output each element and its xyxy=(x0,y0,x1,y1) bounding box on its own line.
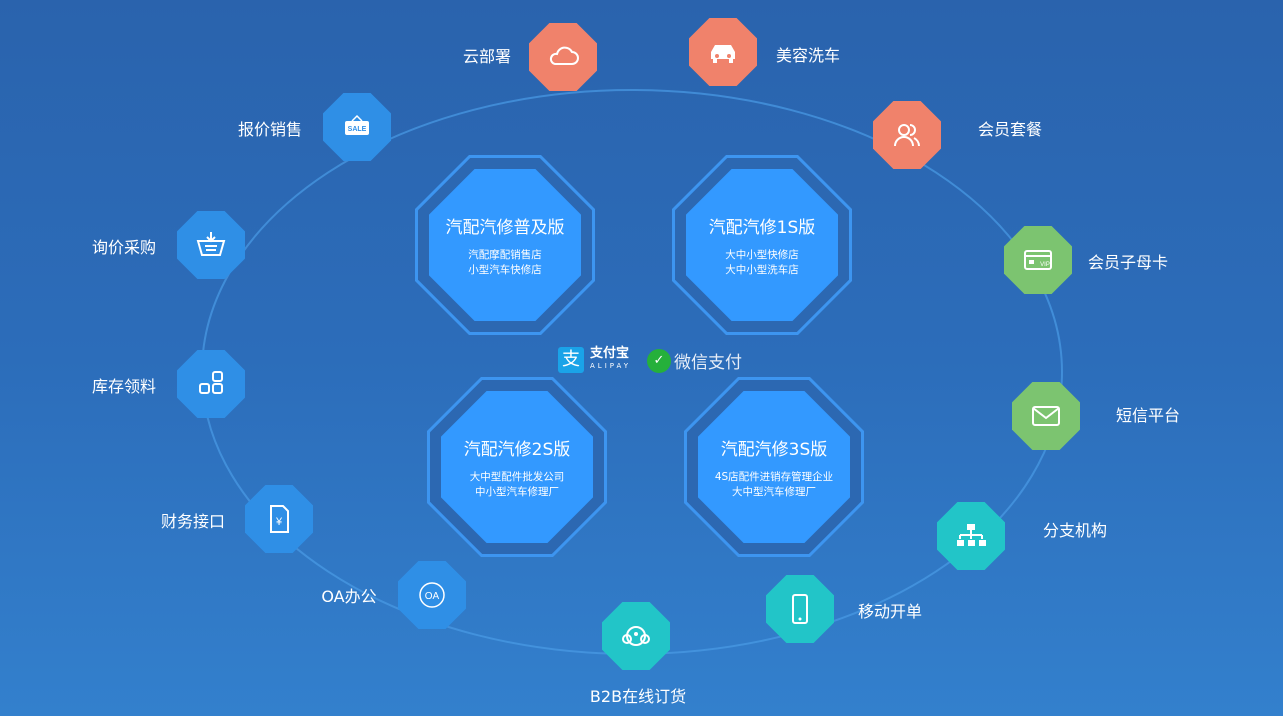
edition-3s[interactable]: 汽配汽修3S版 4S店配件进销存管理企业大中型汽车修理厂 xyxy=(684,377,864,557)
feature-label: 美容洗车 xyxy=(775,46,841,65)
feature-label: 会员套餐 xyxy=(977,120,1043,139)
feature-mail-button[interactable] xyxy=(1012,382,1080,450)
edition-title: 汽配汽修2S版 xyxy=(463,439,571,460)
basket-icon xyxy=(196,232,226,256)
edition-desc: 小型汽车快修店 xyxy=(468,263,542,276)
finance-doc-icon: ¥ xyxy=(270,505,289,533)
feature-oa-button[interactable]: OA xyxy=(398,561,466,629)
sale-tag-icon: SALE xyxy=(345,114,369,135)
alipay-label: 支付宝 xyxy=(590,346,630,361)
wechat-pay-logo: ✓ 微信支付 xyxy=(647,348,742,373)
feature-label: 移动开单 xyxy=(857,602,923,621)
feature-members-button[interactable] xyxy=(873,101,941,169)
edition-basic[interactable]: 汽配汽修普及版汽配摩配销售店小型汽车快修店 xyxy=(415,155,595,335)
mail-icon xyxy=(1032,406,1060,426)
members-icon xyxy=(894,124,920,147)
feature-car-button[interactable] xyxy=(689,18,757,86)
feature-label: 库存领料 xyxy=(91,377,157,396)
alipay-en-label: ALIPAY xyxy=(590,362,632,370)
wechat-pay-icon: ✓ xyxy=(647,348,671,373)
feature-grid-boxes-button[interactable] xyxy=(177,350,245,418)
vip-card-icon: VIP xyxy=(1024,250,1052,270)
feature-label: 短信平台 xyxy=(1115,406,1181,425)
feature-label: 财务接口 xyxy=(160,512,226,531)
feature-label: 分支机构 xyxy=(1042,521,1108,540)
edition-title: 汽配汽修普及版 xyxy=(445,217,565,238)
edition-title: 汽配汽修1S版 xyxy=(708,217,816,238)
feature-label: 云部署 xyxy=(462,47,512,66)
svg-text:OA: OA xyxy=(425,591,440,602)
oa-icon: OA xyxy=(419,582,445,608)
grid-boxes-icon xyxy=(199,371,223,394)
feature-org-chart-button[interactable] xyxy=(937,502,1005,570)
feature-mobile-button[interactable] xyxy=(766,575,834,643)
svg-text:VIP: VIP xyxy=(1040,262,1050,268)
feature-basket-button[interactable] xyxy=(177,211,245,279)
feature-finance-doc-button[interactable]: ¥ xyxy=(245,485,313,553)
org-chart-icon xyxy=(957,524,986,546)
cloud-icon xyxy=(549,46,579,65)
svg-text:¥: ¥ xyxy=(275,516,283,528)
edition-desc: 4S店配件进销存管理企业 xyxy=(714,470,834,483)
edition-desc: 汽配摩配销售店 xyxy=(468,248,542,261)
feature-label: 询价采购 xyxy=(91,238,157,257)
edition-desc: 大中小型洗车店 xyxy=(725,263,799,276)
edition-desc: 大中型配件批发公司 xyxy=(469,470,565,483)
feature-label: 报价销售 xyxy=(237,120,303,139)
edition-desc: 中小型汽车修理厂 xyxy=(475,485,559,498)
feature-b2b-button[interactable] xyxy=(602,602,670,670)
b2b-icon xyxy=(622,626,650,646)
mobile-icon xyxy=(792,594,808,624)
feature-label: B2B在线订货 xyxy=(589,687,687,706)
svg-text:SALE: SALE xyxy=(348,126,367,133)
feature-label: 会员子母卡 xyxy=(1087,253,1169,272)
edition-desc: 大中型汽车修理厂 xyxy=(732,485,816,498)
feature-sale-tag-button[interactable]: SALE xyxy=(323,93,391,161)
car-icon xyxy=(711,45,735,63)
edition-1s[interactable]: 汽配汽修1S版大中小型快修店大中小型洗车店 xyxy=(672,155,852,335)
alipay-icon: 支 xyxy=(558,347,584,373)
edition-title: 汽配汽修3S版 xyxy=(720,439,828,460)
feature-label: OA办公 xyxy=(321,587,377,606)
edition-desc: 大中小型快修店 xyxy=(725,248,799,261)
edition-2s[interactable]: 汽配汽修2S版大中型配件批发公司中小型汽车修理厂 xyxy=(427,377,607,557)
feature-cloud-button[interactable] xyxy=(529,23,597,91)
feature-vip-card-button[interactable]: VIP xyxy=(1004,226,1072,294)
wechat-pay-label: 微信支付 xyxy=(674,353,742,373)
